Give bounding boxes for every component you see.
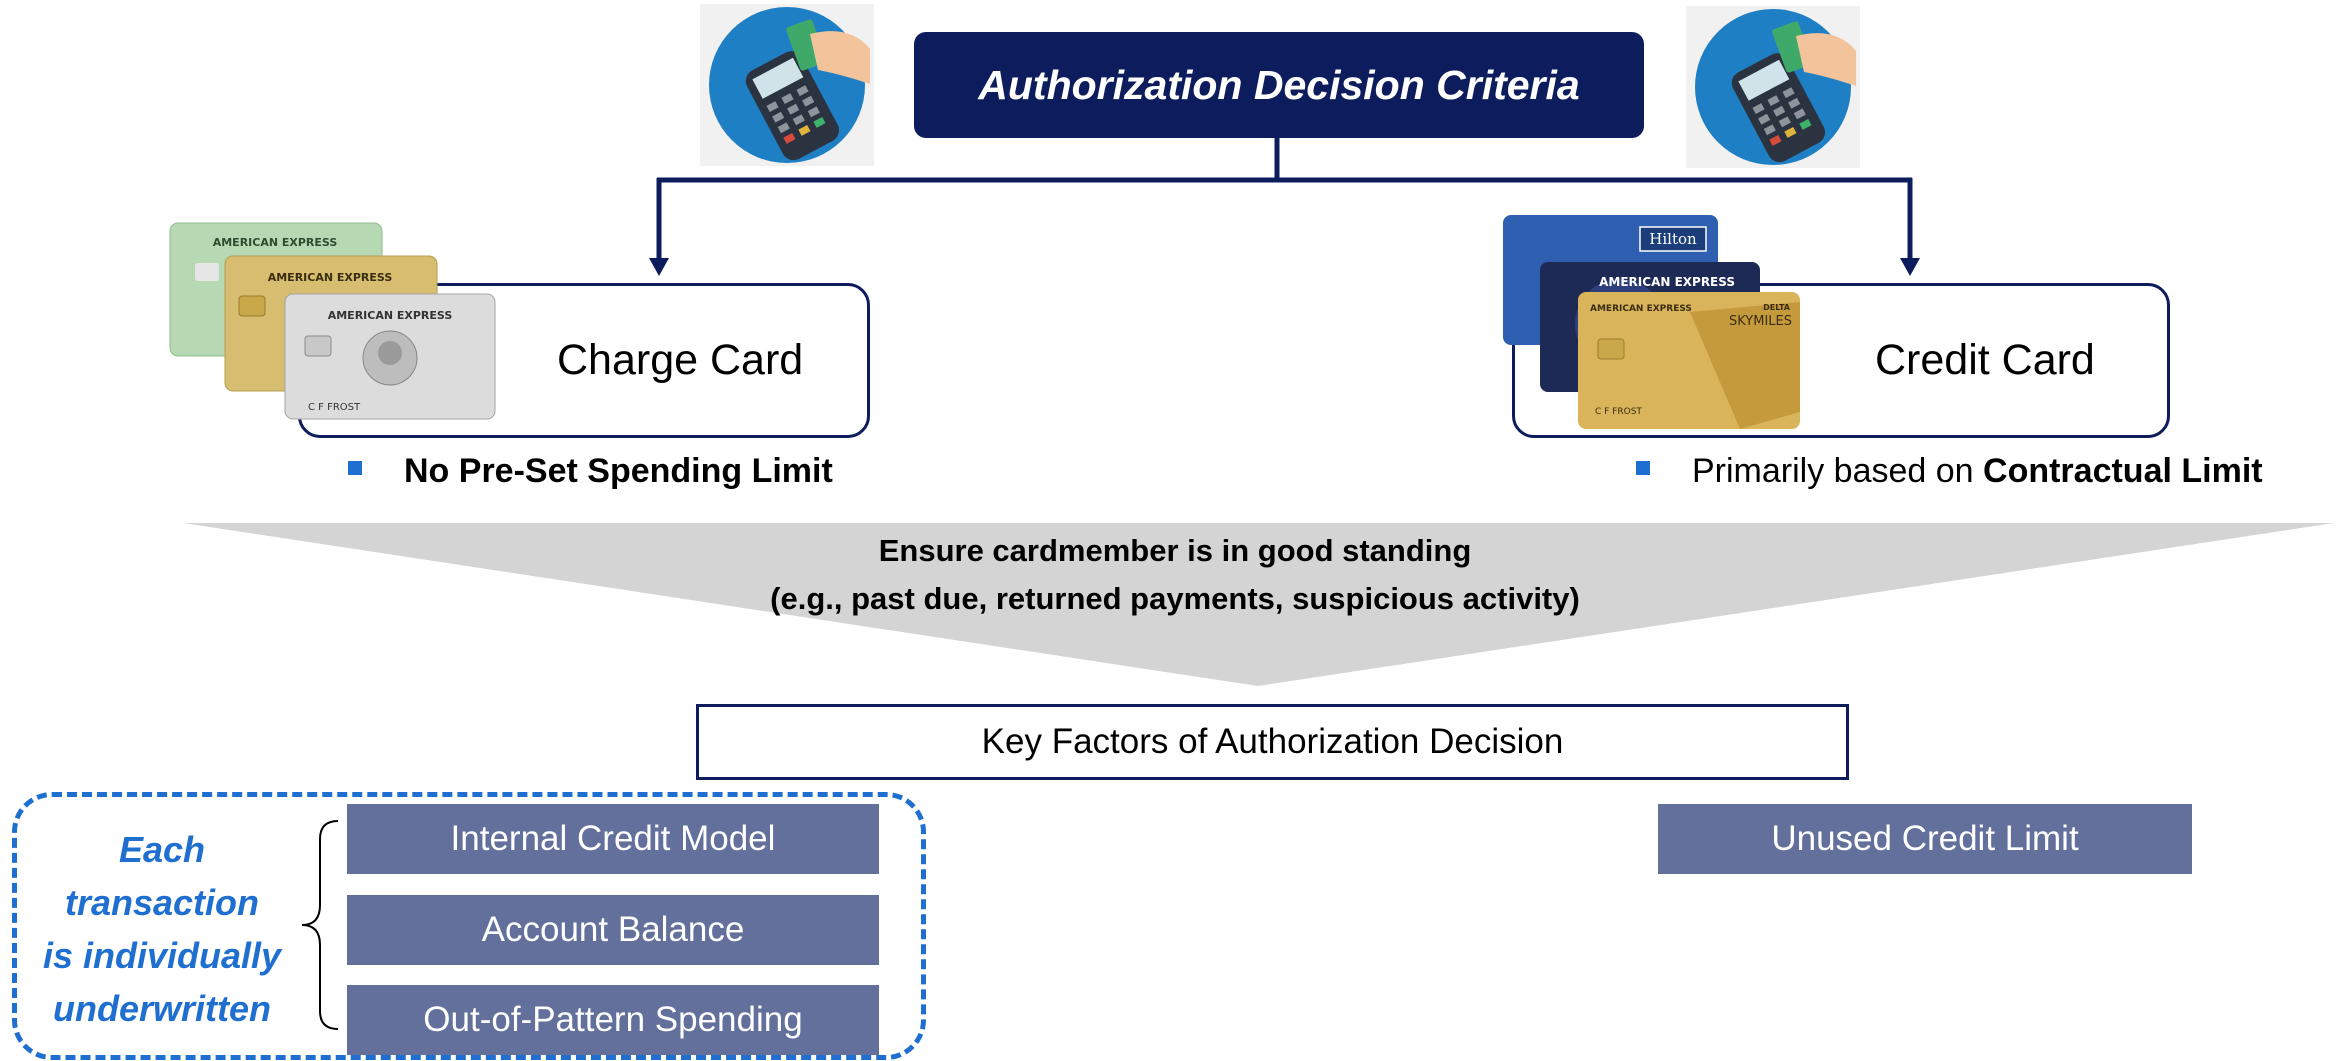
- underwriting-label-line-4: underwritten: [52, 988, 271, 1029]
- right-arrowhead: [1900, 258, 1920, 276]
- charge-card-label: Charge Card: [557, 336, 804, 384]
- underwriting-label-line-3: is individually: [42, 935, 282, 976]
- standing-line-2: (e.g., past due, returned payments, susp…: [770, 581, 1580, 616]
- brace-icon: [301, 820, 339, 1030]
- standing-line-1: Ensure cardmember is in good standing: [878, 533, 1472, 568]
- factor-out-of-pattern-spending: Out-of-Pattern Spending: [347, 985, 879, 1055]
- gold-card-brand: AMERICAN EXPRESS: [268, 271, 393, 284]
- credit-bullet-text: Primarily based on Contractual Limit: [1692, 452, 2263, 491]
- underwriting-label-line-2: transaction: [64, 882, 260, 923]
- gold-delta-brand: AMERICAN EXPRESS: [1590, 304, 1692, 314]
- factor-account-balance: Account Balance: [347, 895, 879, 965]
- gold-delta-holder: C F FROST: [1595, 407, 1642, 417]
- credit-bullet-bold: Contractual Limit: [1983, 452, 2263, 490]
- credit-bullet-prefix: Primarily based on: [1692, 452, 1984, 490]
- hilton-logo: Hilton: [1649, 230, 1697, 248]
- individual-underwriting-group: [12, 792, 926, 1060]
- dark-card-brand: AMERICAN EXPRESS: [1599, 275, 1735, 289]
- delta-logo: DELTA: [1763, 303, 1791, 312]
- credit-bullet-icon: [1636, 461, 1650, 475]
- charge-bullet-icon: [348, 461, 362, 475]
- payment-terminal-icon: [1686, 6, 1860, 168]
- charge-bullet-text: No Pre-Set Spending Limit: [404, 452, 833, 490]
- diagram-title: Authorization Decision Criteria: [914, 32, 1644, 138]
- skymiles-logo: SKYMILES: [1729, 314, 1792, 329]
- payment-terminal-icon: [700, 4, 874, 166]
- credit-card-label: Credit Card: [1875, 336, 2095, 384]
- left-arrowhead: [649, 258, 669, 276]
- key-factors-box: Key Factors of Authorization Decision: [696, 704, 1849, 780]
- factor-unused-credit-limit: Unused Credit Limit: [1658, 804, 2192, 874]
- credit-cards-image: Hilton AMERICAN EXPRESS AMERICAN EXPRESS…: [1503, 215, 1800, 429]
- factor-internal-credit-model: Internal Credit Model: [347, 804, 879, 874]
- underwriting-label: Each transaction is individually underwr…: [22, 823, 302, 1035]
- charge-cards-image: AMERICAN EXPRESS AMERICAN EXPRESS AMERIC…: [169, 222, 496, 420]
- platinum-card-brand: AMERICAN EXPRESS: [328, 309, 453, 322]
- green-card-brand: AMERICAN EXPRESS: [213, 236, 338, 249]
- platinum-card-holder: C F FROST: [308, 402, 361, 413]
- underwriting-label-line-1: Each: [118, 829, 206, 870]
